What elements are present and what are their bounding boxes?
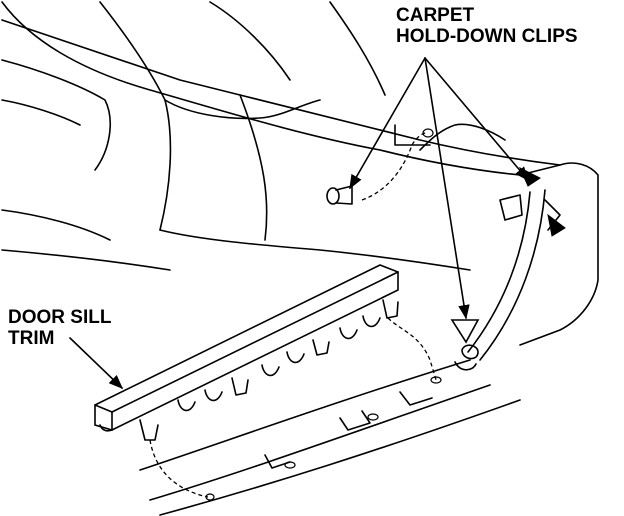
rear-trim-panel — [467, 166, 566, 361]
door-sill-trim-label: DOOR SILL TRIM — [8, 307, 111, 349]
door-sill-trim-piece — [94, 264, 399, 441]
carpet-clip-lower — [450, 319, 480, 371]
floor-sill-panel — [139, 359, 521, 516]
install-guide-lines — [149, 132, 437, 498]
carpet-clips-label-line1: CARPET — [396, 5, 475, 26]
door-sill-leader — [69, 337, 124, 389]
carpet-clips-leaders — [349, 57, 529, 320]
trim-clips — [139, 299, 399, 441]
carpet-clips-label-line2: HOLD-DOWN CLIPS — [396, 26, 578, 47]
carpet-clip-upper — [326, 128, 434, 205]
carpet-clips-label: CARPET HOLD-DOWN CLIPS — [396, 5, 578, 47]
door-sill-trim-label-line2: TRIM — [8, 328, 55, 349]
door-sill-trim-label-line1: DOOR SILL — [8, 307, 112, 328]
vehicle-body-outline — [1, 1, 599, 346]
